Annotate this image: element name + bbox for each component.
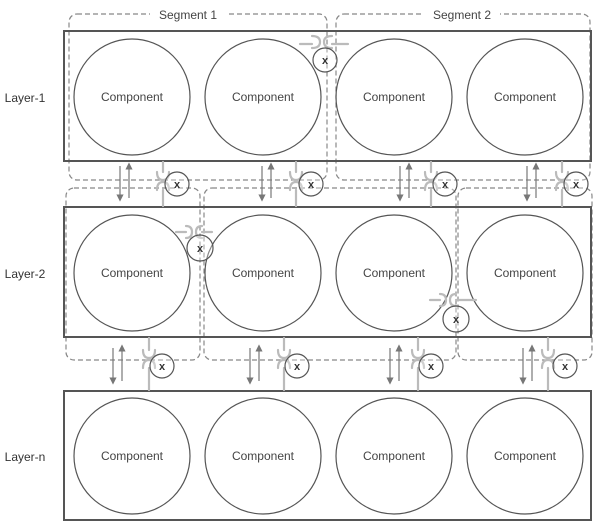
component-label: Component <box>101 266 164 280</box>
layer-n-label: Layer-n <box>5 450 46 464</box>
component-label: Component <box>494 90 557 104</box>
component-circle <box>335 397 453 515</box>
component-label: Component <box>494 266 557 280</box>
failure-x-icon: x <box>298 171 324 197</box>
failure-x-icon: x <box>418 353 444 379</box>
component-circle <box>466 214 584 332</box>
component-circle <box>335 214 453 332</box>
component-label: Component <box>232 449 295 463</box>
component-label: Component <box>101 90 164 104</box>
component-label: Component <box>232 266 295 280</box>
arrows-layer1-layer2 <box>116 162 540 202</box>
failure-x-icon: x <box>563 171 589 197</box>
component-circle <box>204 397 322 515</box>
svg-text:x: x <box>308 179 315 191</box>
component-circle <box>204 214 322 332</box>
component-label: Component <box>363 90 426 104</box>
svg-text:x: x <box>573 179 580 191</box>
failure-markers: x x x x x x x x x x x <box>149 47 589 379</box>
layer-1-box <box>63 30 592 162</box>
failure-x-icon: x <box>284 353 310 379</box>
layer-2-box <box>63 206 592 338</box>
component-circle <box>73 38 191 156</box>
component-circle <box>466 38 584 156</box>
broken-connectors <box>141 34 570 392</box>
arrows-layer2-layern <box>109 344 536 385</box>
layer-n-box <box>63 390 592 521</box>
segment-1-group: Segment 1 <box>68 6 328 181</box>
failure-x-icon: x <box>442 305 470 333</box>
failure-x-icon: x <box>164 171 190 197</box>
svg-text:x: x <box>322 55 329 67</box>
svg-text:x: x <box>453 314 460 326</box>
component-circle <box>204 38 322 156</box>
layer-1-components: Component Component Component Component <box>73 38 584 156</box>
svg-text:x: x <box>174 179 181 191</box>
svg-text:x: x <box>159 361 166 373</box>
failure-x-icon: x <box>186 234 214 262</box>
svg-text:x: x <box>197 243 204 255</box>
failure-x-icon: x <box>432 171 458 197</box>
failure-x-icon: x <box>312 47 338 73</box>
segment-1-label: Segment 1 <box>159 8 217 22</box>
component-circle <box>73 397 191 515</box>
component-circle <box>73 214 191 332</box>
component-circle <box>466 397 584 515</box>
component-label: Component <box>363 449 426 463</box>
component-label: Component <box>363 266 426 280</box>
svg-text:x: x <box>428 361 435 373</box>
failure-x-icon: x <box>552 353 578 379</box>
svg-text:x: x <box>442 179 449 191</box>
component-label: Component <box>494 449 557 463</box>
layer-2-components: Component Component Component Component <box>73 214 584 332</box>
svg-text:x: x <box>562 361 569 373</box>
component-label: Component <box>232 90 295 104</box>
failure-x-icon: x <box>149 353 175 379</box>
component-circle <box>335 38 453 156</box>
segment-2-label: Segment 2 <box>433 8 491 22</box>
layer-n-components: Component Component Component Component <box>73 397 584 515</box>
component-label: Component <box>101 449 164 463</box>
layer-2-label: Layer-2 <box>5 267 46 281</box>
layer-1-label: Layer-1 <box>5 91 46 105</box>
svg-text:x: x <box>294 361 301 373</box>
